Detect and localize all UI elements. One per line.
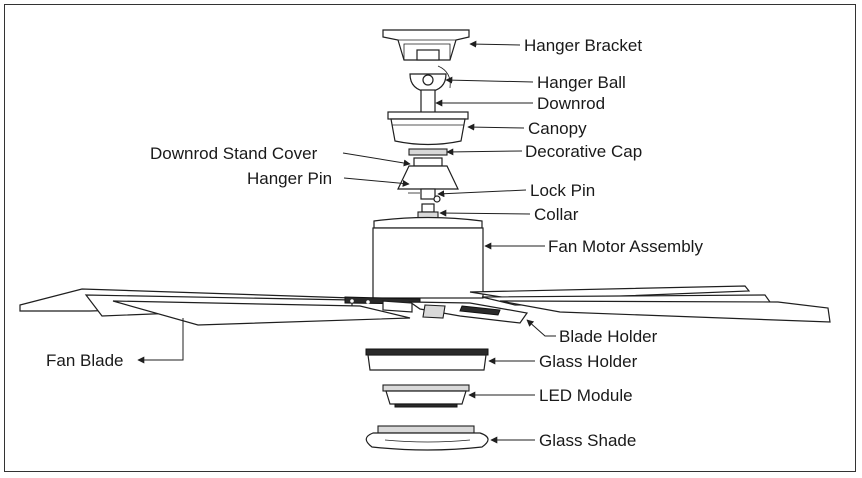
label-glass-shade: Glass Shade <box>539 431 636 450</box>
hanger-bracket-part <box>382 29 470 61</box>
leader-lines <box>137 40 556 444</box>
hanger-ball-part <box>409 65 451 93</box>
label-fan-motor-assembly: Fan Motor Assembly <box>548 237 703 256</box>
fan-blades-part <box>19 285 831 326</box>
canopy-part <box>387 111 469 146</box>
led-module-part <box>382 384 470 408</box>
label-lock-pin: Lock Pin <box>530 181 595 200</box>
collar-part <box>417 203 439 219</box>
label-collar: Collar <box>534 205 579 224</box>
label-decorative-cap: Decorative Cap <box>525 142 642 161</box>
downrod-stand-cover-part <box>397 157 459 190</box>
label-canopy: Canopy <box>528 119 587 138</box>
fan-motor-assembly-part <box>372 216 484 299</box>
label-blade-holder: Blade Holder <box>559 327 658 346</box>
label-downrod: Downrod <box>537 94 605 113</box>
label-glass-holder: Glass Holder <box>539 352 638 371</box>
label-hanger-ball: Hanger Ball <box>537 73 626 92</box>
lock-pin-part <box>408 188 441 203</box>
diagram-frame <box>4 4 856 472</box>
downrod-part <box>420 89 436 115</box>
label-led-module: LED Module <box>539 386 633 405</box>
glass-holder-part <box>365 348 489 371</box>
label-hanger-bracket: Hanger Bracket <box>524 36 642 55</box>
label-downrod-stand-cover: Downrod Stand Cover <box>150 144 318 163</box>
glass-shade-part <box>365 425 489 451</box>
label-fan-blade: Fan Blade <box>46 351 124 370</box>
label-hanger-pin: Hanger Pin <box>247 169 332 188</box>
decorative-cap-part <box>408 148 448 156</box>
